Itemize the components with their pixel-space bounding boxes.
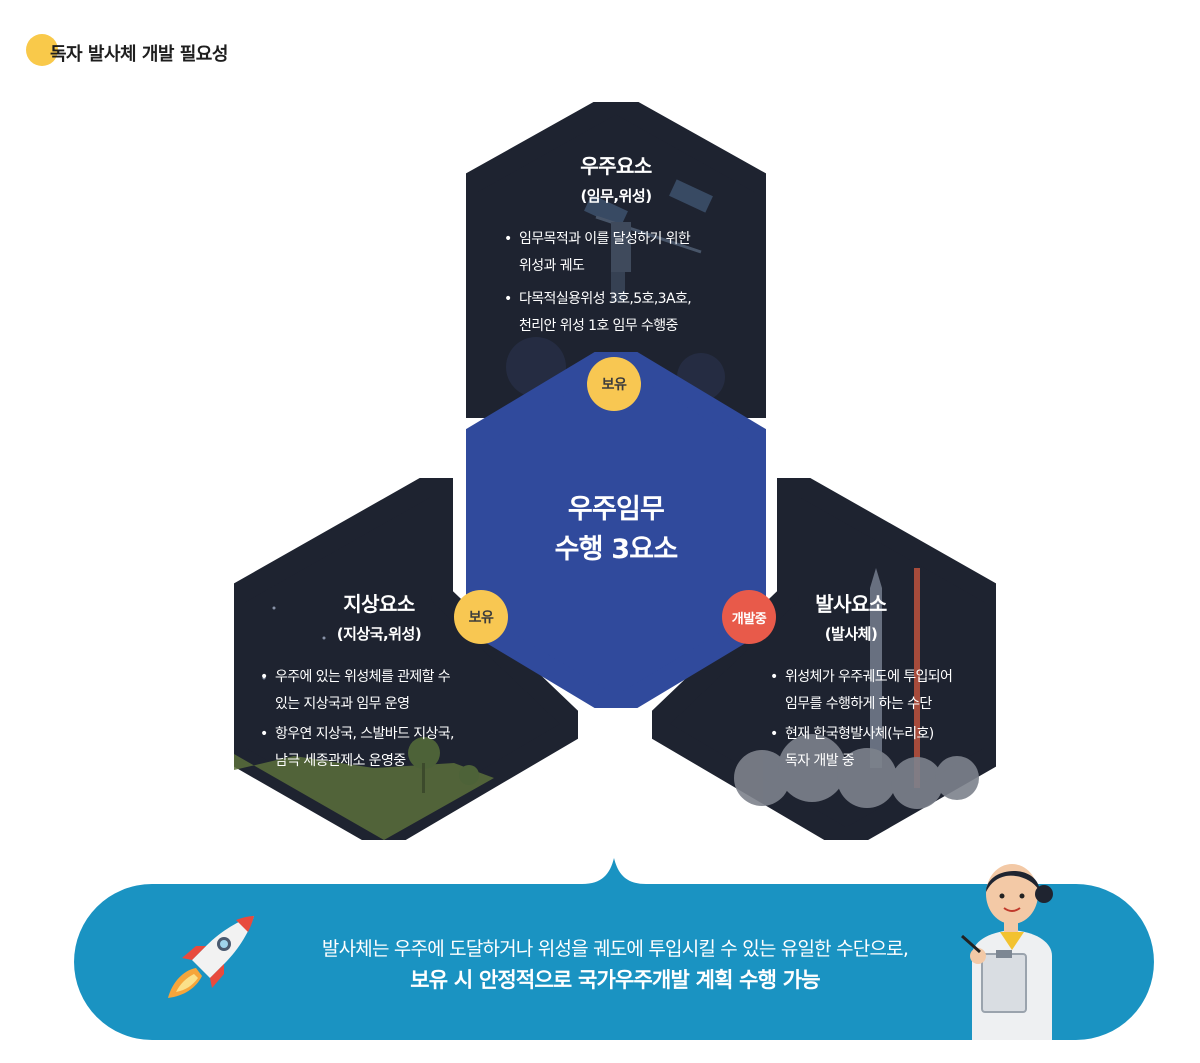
hex-space-element: 우주요소 (임무,위성) 임무목적과 이를 달성하기 위한 위성과 궤도 다목적… [466,102,766,418]
space-bullet-list: 임무목적과 이를 달성하기 위한 위성과 궤도 다목적실용위성 3호,5호,3A… [504,226,766,340]
section-title: 독자 발사체 개발 필요성 [50,44,228,65]
launch-bullet-1: 위성체가 우주궤도에 투입되어 임무를 수행하게 하는 수단 [770,664,996,718]
badge-space-owned: 보유 [587,357,641,411]
badge-ground-owned: 보유 [454,590,508,644]
rocket-icon [168,916,254,998]
badge-launch-developing: 개발중 [722,590,776,644]
hex-center-core: 우주임무 수행 3요소 [466,352,766,708]
ground-bullet-list: 우주에 있는 위성체를 관제할 수 있는 지상국과 임무 운영 항우연 지상국,… [260,664,578,775]
banner-text-line2: 보유 시 안정적으로 국가우주개발 계획 수행 가능 [410,968,820,992]
ground-title: 지상요소 [343,592,415,616]
center-title-line1: 우주임무 [567,494,665,525]
ground-bullet-2: 항우연 지상국, 스발바드 지상국, 남극 세종관제소 운영중 [260,721,578,775]
ground-subtitle: (지상국,위성) [336,625,422,643]
space-bullet-2: 다목적실용위성 3호,5호,3A호, 천리안 위성 1호 임무 수행중 [504,286,766,340]
space-subtitle: (임무,위성) [580,187,652,205]
hex-ground-element: 지상요소 (지상국,위성) 우주에 있는 위성체를 관제할 수 있는 지상국과 … [234,478,578,840]
launch-bullet-list: 위성체가 우주궤도에 투입되어 임무를 수행하게 하는 수단 현재 한국형발사체… [770,664,996,775]
banner-text-line1: 발사체는 우주에 도달하거나 위성을 궤도에 투입시킬 수 있는 유일한 수단으… [321,938,909,960]
space-title: 우주요소 [580,154,652,178]
launch-subtitle: (발사체) [824,625,878,643]
summary-banner [74,858,1154,1040]
researcher-character-icon [961,864,1053,1040]
launch-title: 발사요소 [815,592,887,616]
launch-bullet-2: 현재 한국형발사체(누리호) 독자 개발 중 [770,721,996,775]
hex-launch-element: 발사요소 (발사체) 위성체가 우주궤도에 투입되어 임무를 수행하게 하는 수… [652,478,996,840]
header-dot-icon [26,34,58,66]
center-title-line2: 수행 3요소 [554,534,679,565]
ground-bullet-1: 우주에 있는 위성체를 관제할 수 있는 지상국과 임무 운영 [260,664,578,718]
space-bullet-1: 임무목적과 이를 달성하기 위한 위성과 궤도 [504,226,766,280]
hex-center-shape [466,352,766,708]
